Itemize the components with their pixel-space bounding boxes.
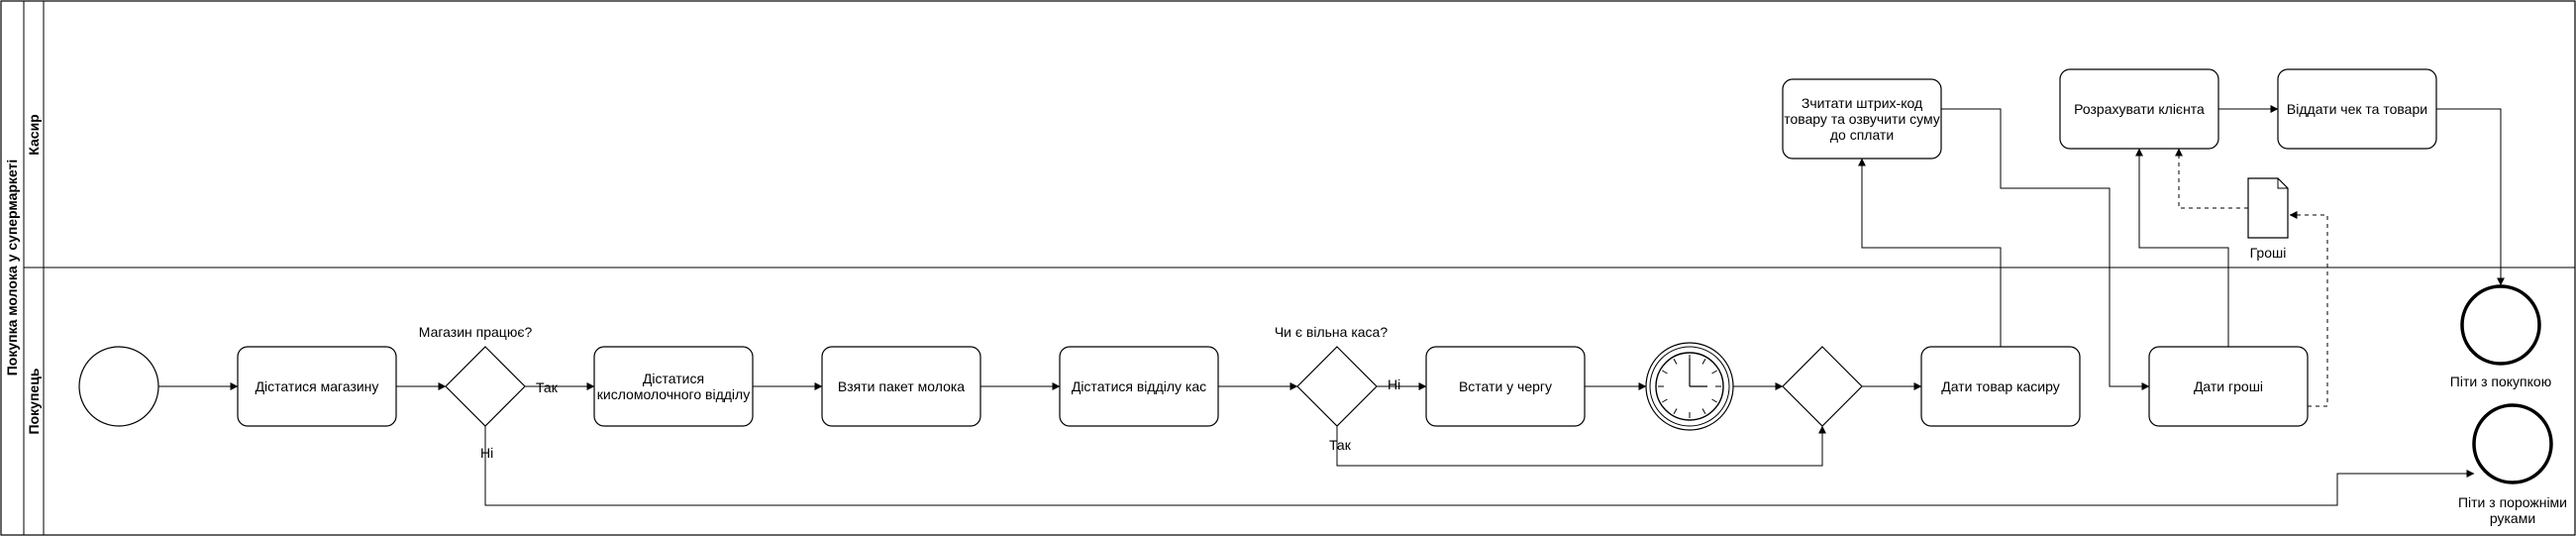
flow-gateway-yes-to-merge <box>1336 425 1826 467</box>
start-event <box>78 346 159 427</box>
association-money-input <box>2289 211 2328 407</box>
task-give-goods-label: Дати товар касиру <box>1941 378 2060 394</box>
task-settle-label: Розрахувати клієнта <box>2074 101 2205 117</box>
lane-label-buyer: Покупець <box>26 368 42 434</box>
association-money-output <box>2175 148 2248 209</box>
task-queue: Встати у чергу <box>1425 346 1586 427</box>
pool-title: Покупка молока у супермаркеті <box>4 160 20 376</box>
lane-label-cashier: Касир <box>26 114 42 155</box>
task-reach-checkout-label: Дістатися відділу кас <box>1072 378 1206 394</box>
task-return-goods: Віддати чек та товари <box>2277 68 2437 150</box>
flow-gateway-no-to-end-empty <box>484 426 2475 506</box>
end-event-with-purchase-label: Піти з покупкою <box>2450 374 2551 389</box>
gateway-store-open: Магазин працює? Так Ні <box>419 324 559 461</box>
flow-scan-to-give-money <box>1941 108 2150 390</box>
flow-give-money-to-settle <box>2135 148 2229 347</box>
gateway-checkout-free-question: Чи є вільна каса? <box>1275 324 1388 340</box>
task-reach-store-label: Дістатися магазину <box>256 378 379 394</box>
gateway-store-open-yes-label: Так <box>536 379 559 395</box>
task-take-milk-label: Взяти пакет молока <box>838 378 965 394</box>
gateway-checkout-free-yes-label: Так <box>1329 437 1352 453</box>
task-give-money: Дати гроші <box>2148 346 2309 427</box>
task-return-goods-label: Віддати чек та товари <box>2287 101 2427 117</box>
end-event-with-purchase: Піти з покупкою <box>2450 284 2551 389</box>
data-object-money: Гроші <box>2247 177 2289 261</box>
data-object-money-label: Гроші <box>2250 245 2287 261</box>
flow-give-goods-to-scan <box>1858 158 2002 347</box>
gateway-checkout-free-no-label: Ні <box>1388 376 1400 392</box>
task-settle: Розрахувати клієнта <box>2059 68 2219 150</box>
flow-return-to-end-purchase <box>2436 108 2505 286</box>
gateway-store-open-question: Магазин працює? <box>419 324 533 340</box>
task-give-goods: Дати товар касиру <box>1920 346 2081 427</box>
gateway-checkout-free: Чи є вільна каса? Ні Так <box>1275 324 1400 453</box>
task-give-money-label: Дати гроші <box>2194 378 2263 394</box>
task-take-milk: Взяти пакет молока <box>821 346 981 427</box>
task-reach-checkout: Дістатися відділу кас <box>1059 346 1219 427</box>
timer-event <box>1645 342 1734 431</box>
task-queue-label: Встати у чергу <box>1459 378 1552 394</box>
gateway-store-open-no-label: Ні <box>480 445 493 461</box>
task-reach-store: Дістатися магазину <box>237 346 397 427</box>
gateway-merge <box>1782 346 1863 427</box>
